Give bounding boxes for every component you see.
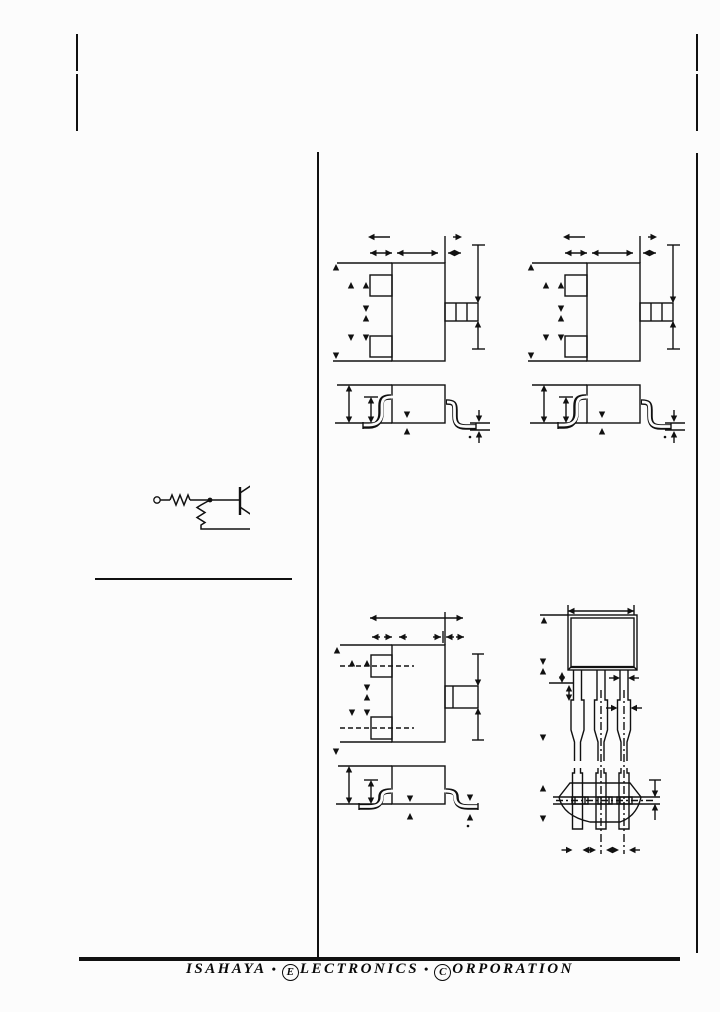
footer-word-isahaya: ISAHAYA — [186, 961, 267, 977]
column-divider-line — [317, 152, 319, 960]
collector-lead — [239, 485, 250, 494]
equivalent-circuit-diagram — [153, 485, 250, 530]
footer-word-orporation: ORPORATION — [452, 961, 574, 977]
resistor-r2 — [195, 499, 250, 530]
footer-word-lectronics: LECTRONICS — [299, 961, 420, 977]
section-divider-line — [95, 578, 292, 580]
footer-circled-c: C — [434, 963, 452, 981]
header-frame-left-line-top — [76, 34, 78, 71]
package-outline-drawing-2 — [522, 220, 697, 450]
header-frame-right-line-top — [696, 34, 698, 71]
base-junction-dot — [207, 497, 213, 503]
emitter-lead — [239, 506, 250, 515]
footer-circled-e: E — [281, 963, 299, 981]
footer-separator-dot: • — [424, 962, 429, 976]
package-outline-drawing-4 — [528, 596, 673, 866]
header-frame-right-line-bottom — [696, 74, 698, 131]
package-outline-drawing-1 — [327, 220, 502, 450]
input-terminal — [153, 496, 161, 504]
footer-rule — [79, 957, 680, 961]
resistor-r1 — [169, 492, 191, 508]
package-outline-drawing-3 — [322, 598, 507, 843]
header-frame-left-line-bottom — [76, 74, 78, 131]
right-border-line — [696, 153, 698, 953]
footer-separator-dot: • — [271, 962, 276, 976]
